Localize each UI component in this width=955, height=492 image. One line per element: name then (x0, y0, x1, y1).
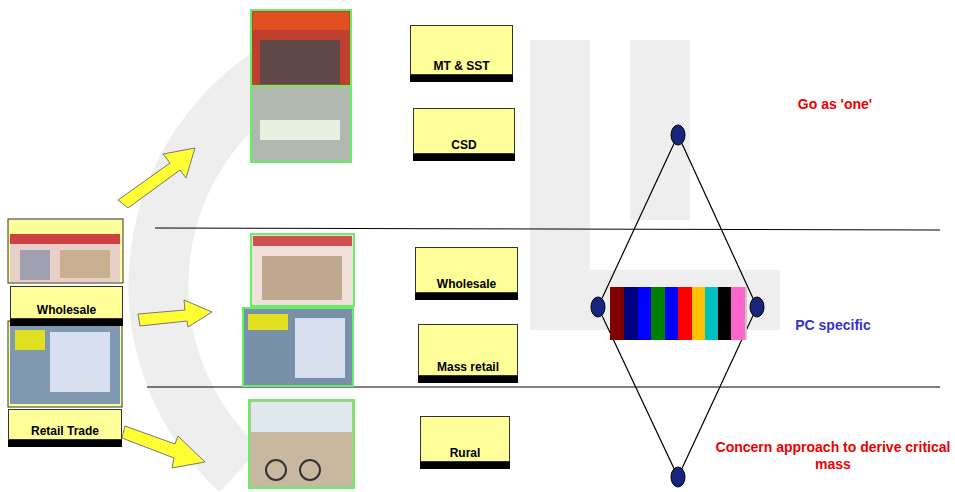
label-box: Rural (420, 416, 510, 462)
label-box: MT & SST (410, 25, 513, 75)
note-label: Concern approach to derive critical mass (715, 439, 951, 473)
box-label: Mass retail (437, 361, 499, 374)
box-label: Wholesale (437, 278, 496, 291)
diamond (591, 125, 764, 487)
yellow-arrows (118, 148, 212, 468)
label-box: CSD (413, 108, 515, 154)
box-label: Rural (450, 447, 481, 460)
note-label: PC specific (778, 317, 888, 334)
label-box: Retail Trade (8, 409, 122, 440)
band-divider (147, 228, 940, 387)
label-box: Mass retail (418, 324, 518, 376)
photos (243, 10, 354, 488)
label-box: Wholesale (415, 247, 518, 293)
left-photos (8, 219, 123, 407)
box-label: Wholesale (37, 304, 96, 317)
box-label: CSD (451, 139, 476, 152)
box-label: Retail Trade (31, 425, 99, 438)
label-box: Wholesale (10, 286, 123, 319)
note-label: Go as 'one' (760, 96, 910, 113)
box-label: MT & SST (434, 60, 490, 73)
watermark (158, 40, 780, 470)
